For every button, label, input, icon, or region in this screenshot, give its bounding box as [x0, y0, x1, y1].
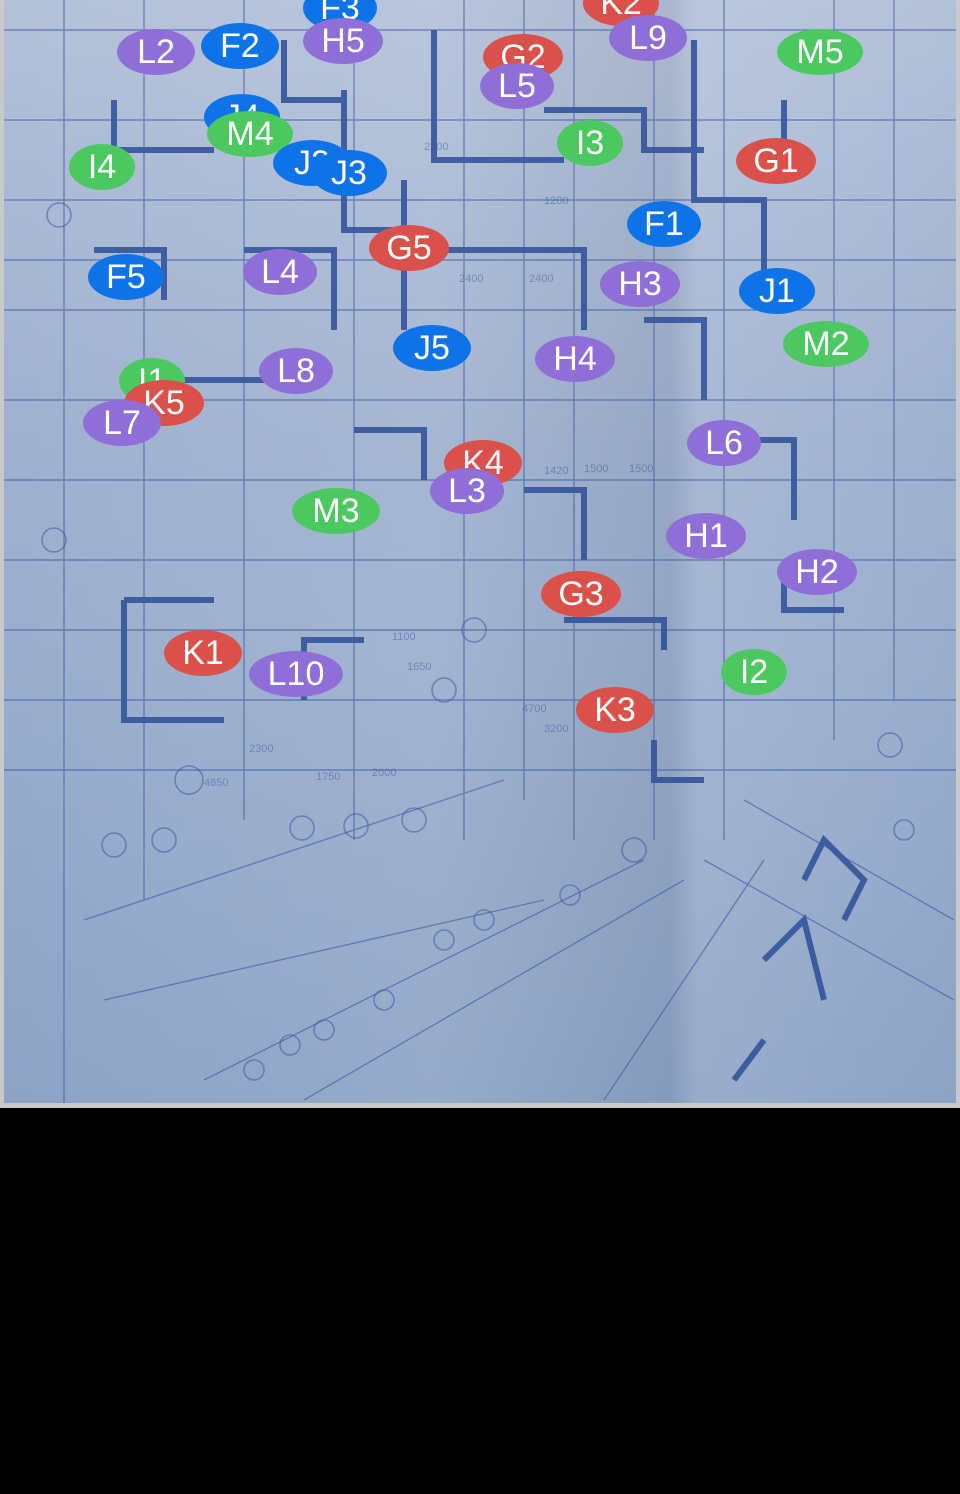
marker-M2[interactable]: M2 — [783, 321, 869, 367]
marker-L3[interactable]: L3 — [430, 468, 504, 514]
marker-F1[interactable]: F1 — [627, 201, 701, 247]
marker-J1[interactable]: J1 — [739, 268, 815, 314]
marker-M3[interactable]: M3 — [292, 488, 380, 534]
marker-L9[interactable]: L9 — [609, 15, 687, 61]
dimension-label: 2300 — [249, 743, 273, 755]
dimension-label: 2400 — [459, 273, 483, 285]
marker-L8[interactable]: L8 — [259, 348, 333, 394]
marker-J3[interactable]: J3 — [311, 150, 387, 196]
dimension-label: 1650 — [407, 661, 431, 673]
dimension-label: 1420 — [544, 465, 568, 477]
dimension-label: 1100 — [392, 631, 416, 643]
marker-L2[interactable]: L2 — [117, 29, 195, 75]
marker-I4[interactable]: I4 — [69, 144, 135, 190]
marker-F5[interactable]: F5 — [88, 254, 164, 300]
dimension-label: 3200 — [544, 723, 568, 735]
marker-H4[interactable]: H4 — [535, 336, 615, 382]
marker-H5[interactable]: H5 — [303, 18, 383, 64]
marker-I3[interactable]: I3 — [557, 120, 623, 166]
marker-F2[interactable]: F2 — [201, 23, 279, 69]
marker-H2[interactable]: H2 — [777, 549, 857, 595]
dimension-label: 1750 — [316, 771, 340, 783]
dimension-label: 1500 — [584, 463, 608, 475]
marker-G5[interactable]: G5 — [369, 225, 449, 271]
marker-K3[interactable]: K3 — [576, 687, 654, 733]
marker-M4[interactable]: M4 — [207, 111, 293, 157]
marker-L10[interactable]: L10 — [249, 651, 343, 697]
marker-L6[interactable]: L6 — [687, 420, 761, 466]
dimension-label: 2000 — [372, 767, 396, 779]
marker-K1[interactable]: K1 — [164, 630, 242, 676]
marker-M5[interactable]: M5 — [777, 29, 863, 75]
marker-L4[interactable]: L4 — [243, 249, 317, 295]
dimension-label: 1500 — [629, 463, 653, 475]
image-viewport: 2400 2400 1500 1500 2300 4850 1750 2000 … — [0, 0, 960, 1108]
marker-L7[interactable]: L7 — [83, 400, 161, 446]
dimension-label: 4850 — [204, 777, 228, 789]
dimension-label: 1200 — [544, 195, 568, 207]
dimension-label: 4700 — [522, 703, 546, 715]
dimension-label: 2200 — [424, 141, 448, 153]
marker-I2[interactable]: I2 — [721, 649, 787, 695]
dimension-label: 2400 — [529, 273, 553, 285]
marker-G3[interactable]: G3 — [541, 571, 621, 617]
marker-H3[interactable]: H3 — [600, 261, 680, 307]
marker-J5[interactable]: J5 — [393, 325, 471, 371]
marker-G1[interactable]: G1 — [736, 138, 816, 184]
marker-H1[interactable]: H1 — [666, 513, 746, 559]
empty-black-area — [0, 1108, 960, 1494]
marker-L5[interactable]: L5 — [480, 63, 554, 109]
